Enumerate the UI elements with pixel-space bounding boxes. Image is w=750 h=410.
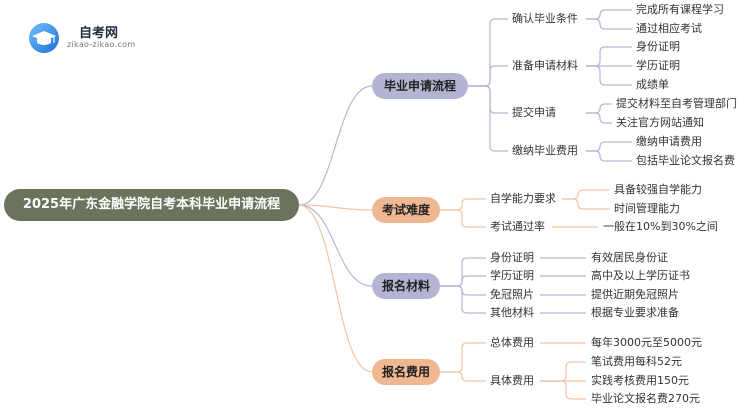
branch-registration-fees: 报名费用 [372, 359, 440, 385]
node-pass-rate: 考试通过率 [490, 220, 545, 233]
leaf-pass-rate-range: 一般在10%到30%之间 [603, 220, 718, 233]
connector-node-leaf [562, 189, 610, 200]
leaf-time-management: 时间管理能力 [614, 202, 680, 215]
branch-graduation-process: 毕业申请流程 [372, 73, 468, 99]
node-specific-fees: 具体费用 [490, 374, 534, 387]
leaf-strong-self-study: 具备较强自学能力 [614, 183, 702, 196]
connector-branch-node [440, 371, 486, 382]
connector-root-branch [298, 204, 373, 287]
graduation-cap-icon [29, 23, 59, 53]
node-other-materials: 其他材料 [490, 306, 534, 319]
connector-branch-node [440, 198, 486, 211]
connector-branch-node [468, 85, 508, 152]
leaf-major-requirements: 根据专业要求准备 [591, 306, 679, 319]
leaf-high-school-cert: 高中及以上学历证书 [591, 269, 690, 282]
connector-node-leaf [586, 112, 612, 124]
connector-node-leaf [586, 18, 632, 30]
branch-registration-materials: 报名材料 [372, 273, 440, 299]
connector-branch-node [440, 257, 486, 287]
node-id-proof: 身份证明 [490, 251, 534, 264]
leaf-watch-notices: 关注官方网站通知 [616, 116, 704, 129]
connector-root-branch [298, 204, 373, 373]
connector-root-branch [298, 204, 373, 211]
leaf-pass-exams: 通过相应考试 [636, 22, 702, 35]
node-prepare-materials: 准备申请材料 [512, 59, 578, 72]
node-pay-fees: 缴纳毕业费用 [512, 144, 578, 157]
logo-subtitle: zikao-zikao.com [67, 40, 136, 49]
site-logo[interactable]: 自考网 zikao-zikao.com [29, 20, 149, 54]
leaf-practical-fee: 实践考核费用150元 [591, 374, 689, 387]
root-node: 2025年广东金融学院自考本科毕业申请流程 [4, 189, 299, 221]
node-confirm-conditions: 确认毕业条件 [512, 12, 578, 25]
connector-root-branch [298, 85, 373, 206]
connector-node-leaf [586, 46, 632, 67]
logo-title: 自考网 [79, 26, 119, 41]
node-self-study: 自学能力要求 [490, 192, 556, 205]
connector-branch-node [440, 285, 486, 314]
leaf-education-proof: 学历证明 [636, 59, 680, 72]
node-education-proof: 学历证明 [490, 269, 534, 282]
connector-node-leaf [540, 380, 586, 400]
connector-branch-node [468, 18, 508, 87]
connector-node-leaf [540, 361, 586, 382]
leaf-transcript: 成绩单 [636, 78, 669, 91]
connector-branch-node [468, 85, 508, 114]
connector-node-leaf [586, 150, 632, 162]
leaf-recent-photo: 提供近期免冠照片 [591, 288, 679, 301]
leaf-valid-id-card: 有效居民身份证 [591, 251, 668, 264]
leaf-pay-application-fee: 缴纳申请费用 [636, 135, 702, 148]
connector-branch-node [440, 285, 486, 296]
node-submit-application: 提交申请 [512, 106, 556, 119]
leaf-submit-to-office: 提交材料至自考管理部门 [616, 97, 737, 110]
connector-branch-node [440, 275, 486, 287]
leaf-annual-fee: 每年3000元至5000元 [591, 336, 702, 349]
leaf-complete-courses: 完成所有课程学习 [636, 3, 724, 16]
leaf-thesis-fee: 包括毕业论文报名费 [636, 154, 735, 167]
connector-branch-node [440, 209, 486, 228]
leaf-id-proof: 身份证明 [636, 40, 680, 53]
node-total-fees: 总体费用 [490, 336, 534, 349]
leaf-written-exam-fee: 笔试费用每科52元 [591, 355, 682, 368]
connector-branch-node [468, 65, 508, 87]
connector-node-leaf [586, 141, 632, 152]
connector-node-leaf [562, 198, 610, 210]
connector-node-leaf [586, 65, 632, 86]
connector-node-leaf [586, 103, 612, 114]
leaf-thesis-registration-fee: 毕业论文报名费270元 [591, 392, 700, 405]
connector-branch-node [440, 342, 486, 373]
branch-exam-difficulty: 考试难度 [372, 197, 440, 223]
node-photo: 免冠照片 [490, 288, 534, 301]
connector-node-leaf [586, 9, 632, 20]
